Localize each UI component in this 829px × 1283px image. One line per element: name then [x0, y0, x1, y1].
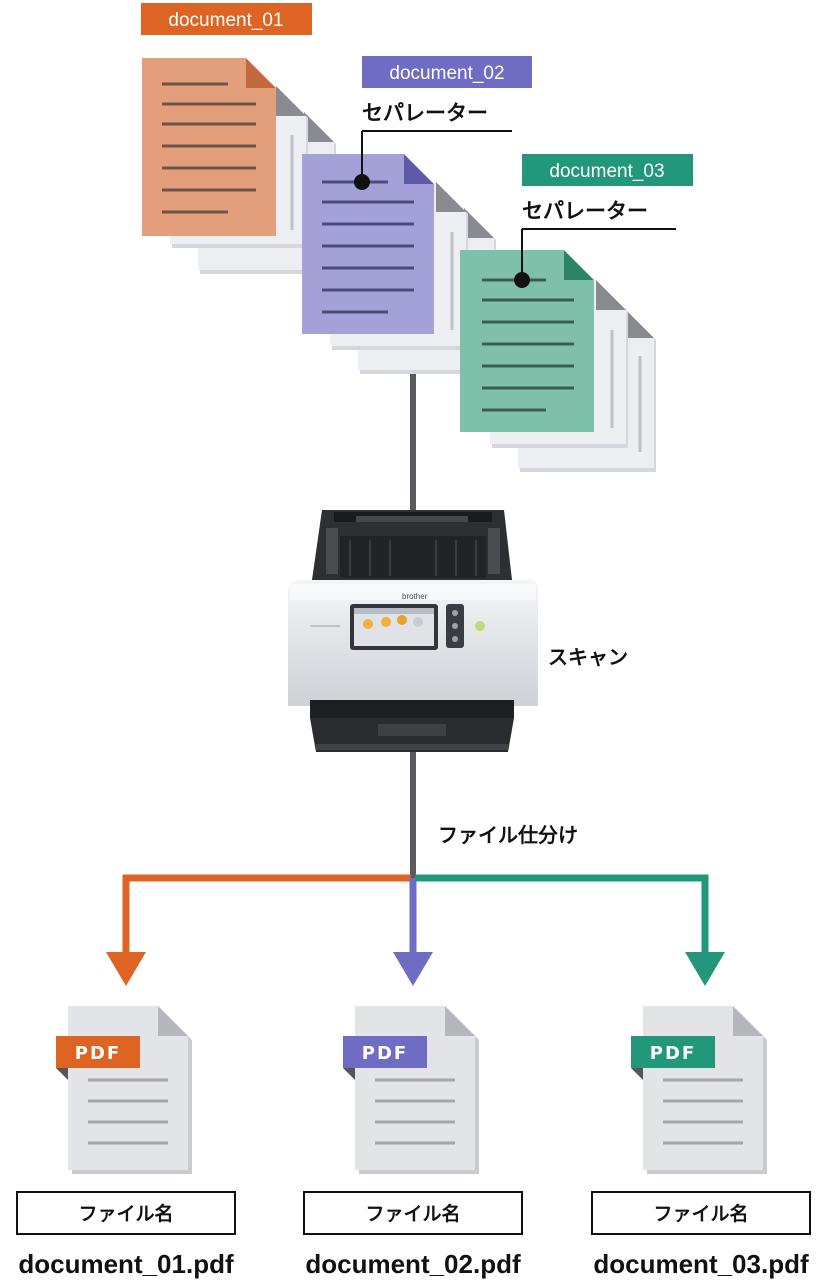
pdf-badge-label: PDF: [362, 1043, 408, 1064]
route-arrow-01: [106, 874, 411, 986]
pdf-badge: [631, 1036, 715, 1068]
document-stack-01: [142, 58, 336, 274]
output-file-02: PDF ファイル名 document_02.pdf: [303, 1006, 523, 1279]
route-arrow-03: [415, 874, 725, 986]
filename-box-label: ファイル名: [653, 1202, 748, 1225]
document-01-tag-background: [141, 3, 312, 35]
document-03-tag-label: document_03: [549, 161, 664, 182]
document-02-tag: document_02: [362, 56, 532, 88]
document-03-tag: document_03: [522, 154, 693, 186]
document-02-tag-background: [362, 56, 532, 88]
separator-label-02: セパレーター: [362, 101, 488, 125]
scanner-power-led: [475, 621, 485, 631]
separator-callout-03: セパレーター: [514, 199, 676, 288]
scan-step-label: スキャン: [548, 645, 628, 669]
filename-box: [591, 1191, 811, 1235]
document-01-text-lines: [162, 82, 256, 214]
output-filename: document_01.pdf: [18, 1249, 234, 1279]
document-01-tag: document_01: [141, 3, 312, 35]
sort-step-label: ファイル仕分け: [438, 823, 578, 847]
separator-marker-03: [514, 272, 530, 288]
pdf-badge-label: PDF: [650, 1043, 696, 1064]
document-02-tag-label: document_02: [389, 63, 504, 84]
separator-callout-02: セパレーター: [354, 101, 512, 190]
output-filename: document_02.pdf: [305, 1249, 521, 1279]
scanner-output-slot: [310, 700, 514, 718]
pdf-badge: [56, 1036, 140, 1068]
scanner-illustration: brother: [288, 510, 538, 752]
filename-box-label: ファイル名: [78, 1202, 173, 1225]
output-filename: document_03.pdf: [593, 1249, 809, 1279]
document-01-tag-label: document_01: [168, 10, 283, 31]
document-03-tag-background: [522, 154, 693, 186]
output-file-03: PDF ファイル名 document_03.pdf: [591, 1006, 811, 1279]
filename-box-label: ファイル名: [365, 1202, 460, 1225]
document-03-text-lines: [482, 278, 574, 412]
document-stack-03: [460, 250, 656, 472]
filename-box: [303, 1191, 523, 1235]
filename-box: [16, 1191, 236, 1235]
scanner-brand: brother: [402, 592, 428, 601]
separator-marker-02: [354, 174, 370, 190]
separator-label-03: セパレーター: [522, 199, 648, 223]
output-files: PDF ファイル名 document_01.pdf PDF ファイル名 document_…: [16, 1006, 811, 1279]
pdf-badge: [343, 1036, 427, 1068]
pdf-badge-label: PDF: [75, 1043, 121, 1064]
route-arrow-02: [393, 878, 433, 986]
output-file-01: PDF ファイル名 document_01.pdf: [16, 1006, 236, 1279]
